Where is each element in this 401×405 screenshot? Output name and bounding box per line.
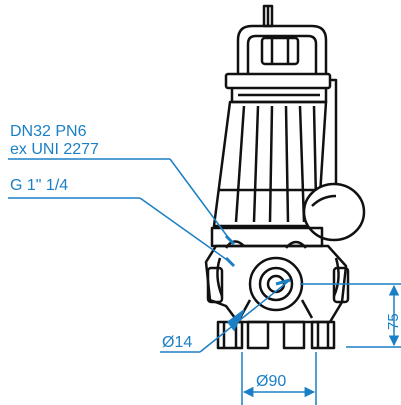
carry-handle: [236, 24, 328, 74]
bore-diameter-leader: [160, 278, 291, 353]
dimension-labels: DN32 PN6 ex UNI 2277 G 1" 1/4 Ø14 Ø90 75: [10, 123, 401, 390]
base-width-dimension: [241, 352, 317, 405]
outlet-bore: [238, 256, 314, 319]
outlet-height-dimension: [300, 283, 401, 348]
base-width-label: Ø90: [256, 373, 286, 390]
motor-cap: [224, 72, 332, 104]
float-switch: [302, 78, 366, 242]
bore-diameter-label: Ø14: [162, 334, 192, 351]
callout-line-dn: DN32 PN6: [10, 123, 87, 140]
outlet-callout-leader: [8, 158, 236, 268]
pump-volute: [204, 226, 350, 324]
callout-line-thread: G 1" 1/4: [10, 177, 68, 194]
cable-gland: [262, 4, 274, 28]
submersible-pump: [204, 4, 366, 350]
outlet-height-label: 75: [385, 313, 401, 330]
callout-line-uni: ex UNI 2277: [10, 141, 99, 158]
dimension-lines: [8, 158, 401, 405]
